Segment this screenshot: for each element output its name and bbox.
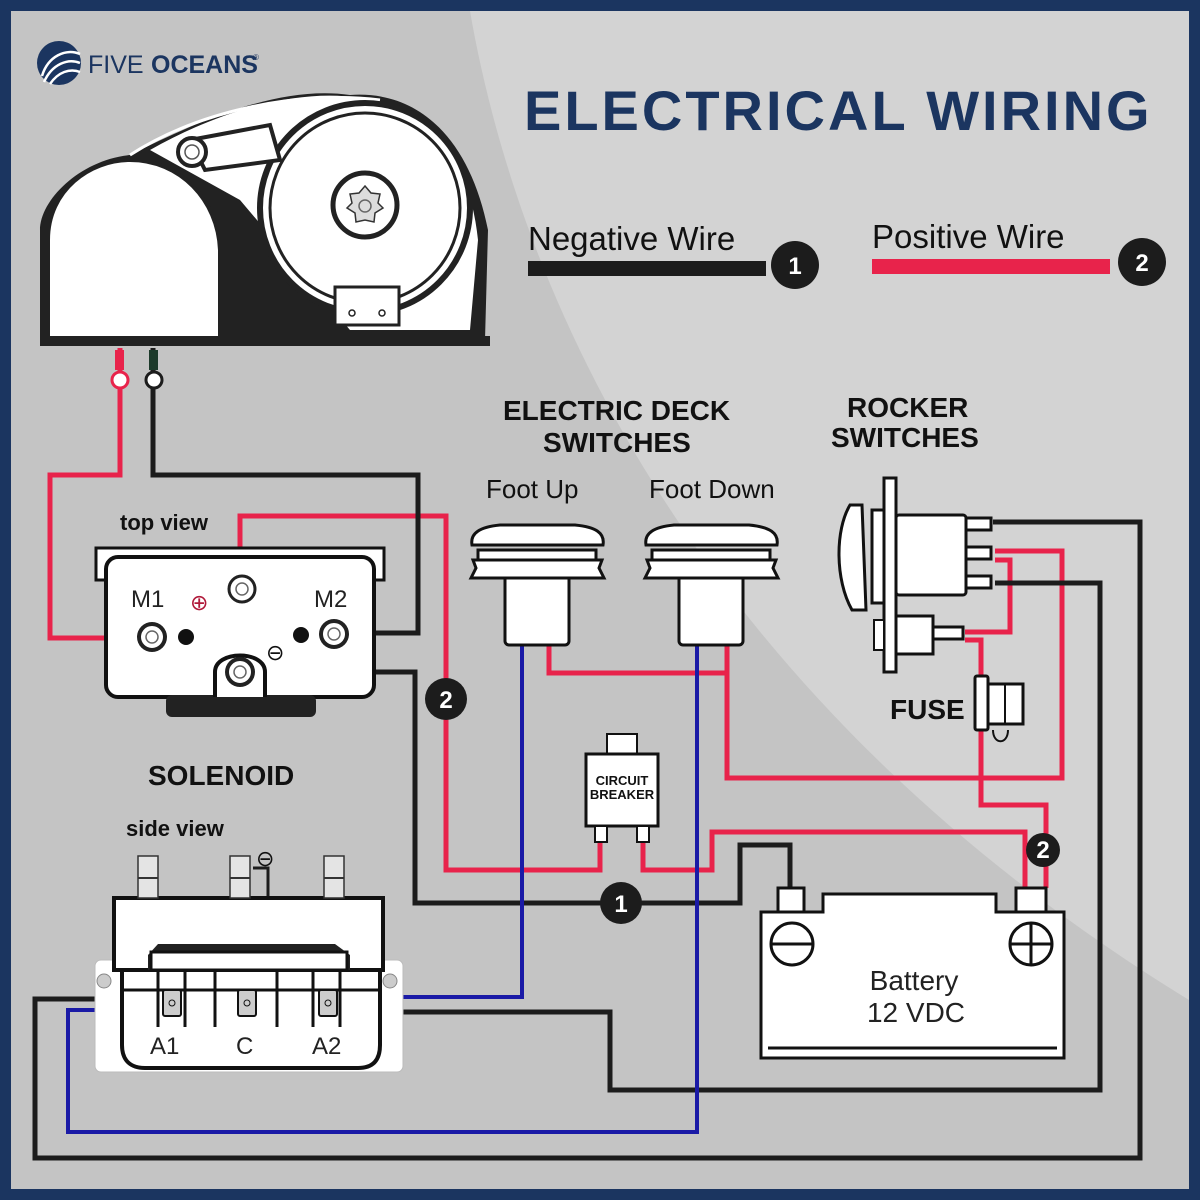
legend-positive-swatch [872,259,1110,274]
terminal-positive [227,574,257,604]
wire-rocker-bottom-to-a2 [335,580,1103,1093]
wire-rocker-to-fuse [965,637,984,690]
top-view-label: top view [120,510,209,535]
fuse [973,674,1025,743]
rocker-switch [837,476,993,674]
logo-icon [37,41,81,85]
wire-solenoid-minus-to-battery [240,669,793,906]
windlass-motor [40,93,490,346]
svg-text:1: 1 [788,253,801,280]
background-highlight [470,11,1189,1000]
deck-switch-foot-up [468,523,607,647]
negative-wires [32,348,1143,1161]
side-view-label: side view [126,816,225,841]
rocker-heading-line1: ROCKER [847,392,968,423]
rocker-heading-line2: SWITCHES [831,422,979,453]
side-minus-symbol: ⊖ [256,846,274,871]
foot-down-label: Foot Down [649,474,775,504]
terminal-a1-label: A1 [150,1033,179,1060]
wire-breaker-to-battery [640,829,1028,888]
battery: Battery 12 VDC [759,886,1066,1060]
wire-motor-negative [150,348,421,636]
motor-leads [110,350,164,390]
terminal-c-label: C [236,1033,253,1060]
badge-positive-left: 2 [425,678,467,720]
deck-switches-heading-line2: SWITCHES [543,427,691,458]
brand-name-bold: OCEANS [151,51,258,79]
m2-label: M2 [314,586,347,613]
circuit-breaker: CIRCUIT BREAKER [584,733,660,843]
wire-rocker-jumper [965,557,1013,635]
svg-text:1: 1 [614,891,627,918]
circuit-breaker-label-line1: CIRCUIT [596,773,649,788]
deck-switch-foot-down [642,523,781,647]
terminal-m2 [293,619,349,649]
minus-symbol: ⊖ [266,640,284,665]
plus-symbol: ⊕ [190,590,208,615]
legend-negative-swatch [528,261,766,276]
battery-label: Battery [870,965,959,996]
circuit-breaker-label-line2: BREAKER [590,787,655,802]
legend: Negative Wire 1 Positive Wire 2 [528,218,1166,289]
terminal-m1 [137,622,194,652]
terminal-post-a2 [323,855,345,899]
page-title: ELECTRICAL WIRING [524,79,1153,142]
m1-label: M1 [131,586,164,613]
brand-name-light: FIVE [88,51,144,79]
badge-positive-right: 2 [1026,833,1060,867]
solenoid-top-view: top view M1 M2 ⊕ ⊖ [94,510,386,717]
terminal-post-a1 [137,855,159,899]
svg-text:2: 2 [1036,837,1049,864]
legend-negative-label: Negative Wire [528,220,735,257]
terminal-a2-label: A2 [312,1033,341,1060]
solenoid-title: SOLENOID [148,760,294,791]
deck-switches-heading-line1: ELECTRIC DECK [503,395,730,426]
svg-text:2: 2 [439,687,452,714]
wire-deck-switch-link [546,645,730,676]
solenoid-side-view: ⊖ A1 C A2 [94,846,404,1073]
battery-voltage: 12 VDC [867,997,965,1028]
svg-text:2: 2 [1135,250,1148,277]
wire-motor-positive [47,348,140,641]
terminal-negative [213,653,267,697]
registered-mark: ® [253,53,259,62]
legend-negative-badge [771,241,819,289]
legend-positive-label: Positive Wire [872,218,1065,255]
badge-negative: 1 [600,882,642,924]
fuse-label: FUSE [890,694,965,725]
terminal-post-c [229,855,251,899]
wire-deck-to-rocker [724,548,1065,781]
wire-rocker-top-to-a1 [32,519,1143,1161]
foot-up-label: Foot Up [486,474,579,504]
brand-logo: FIVE OCEANS ® [37,41,259,85]
legend-positive-badge [1118,238,1166,286]
